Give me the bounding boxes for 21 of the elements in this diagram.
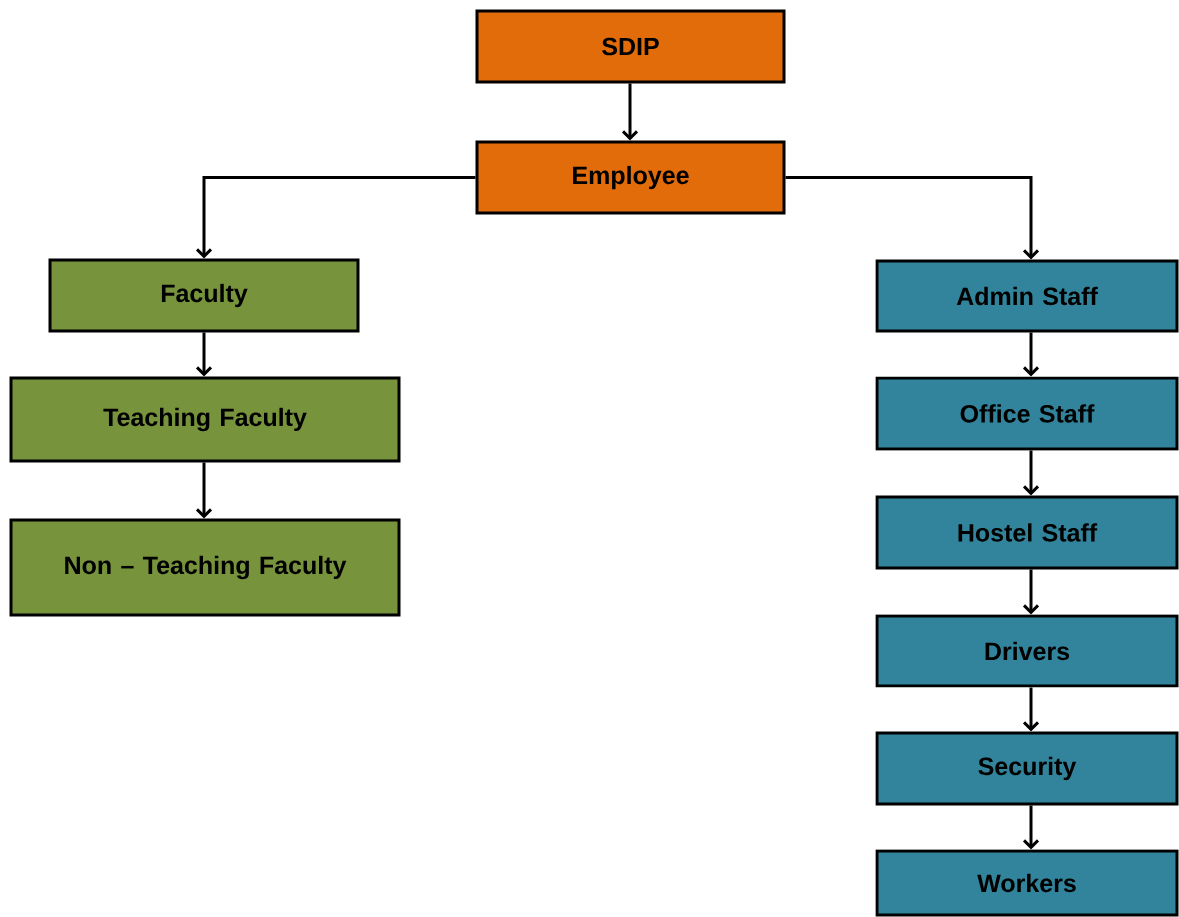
box: Drivers: [875, 614, 1179, 688]
arrow: [1022, 569, 1040, 615]
arrow: [195, 462, 213, 519]
box: Hostel Staff: [875, 495, 1179, 570]
arrow: [1022, 687, 1040, 732]
box: Faculty: [48, 258, 360, 333]
box: SDIP: [475, 9, 786, 84]
box: Admin Staff: [875, 259, 1179, 333]
box: Office Staff: [875, 376, 1179, 451]
arrow: [621, 83, 639, 141]
box: Workers: [875, 849, 1179, 917]
arrow: [1022, 805, 1040, 850]
box: Employee: [475, 140, 786, 215]
arrow: [195, 176, 476, 259]
box: Non – Teaching Faculty: [9, 518, 401, 617]
arrow: [785, 176, 1040, 260]
box: Teaching Faculty: [9, 376, 401, 463]
arrow: [1022, 450, 1040, 496]
arrow: [195, 332, 213, 377]
arrow: [1022, 332, 1040, 377]
box: Security: [875, 731, 1179, 806]
